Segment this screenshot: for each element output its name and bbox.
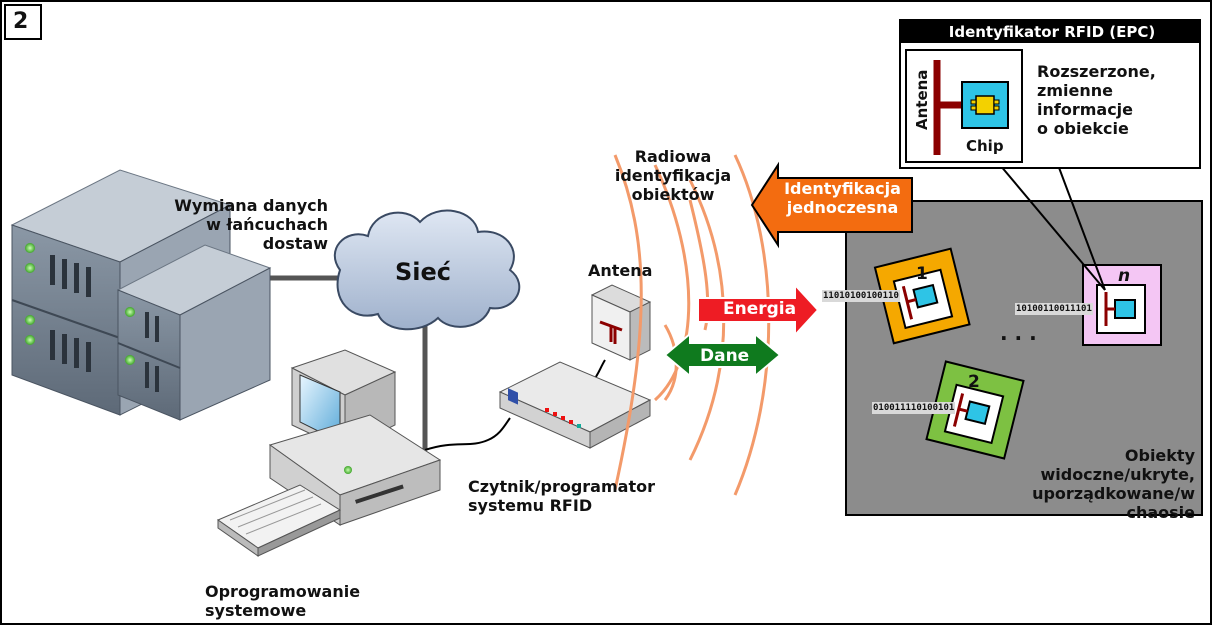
computer-icon [268, 349, 442, 526]
tag-1-label: 1 [916, 264, 928, 284]
callout-lines [999, 164, 1106, 291]
tag-detail-antenna-icon [933, 60, 962, 155]
tag-n-icon [1082, 264, 1162, 346]
tag-detail-antenna-label: Antena [913, 69, 931, 130]
network-cloud-icon [333, 209, 521, 331]
energy-arrow-label: Energia [723, 299, 797, 319]
keyboard-icon [216, 484, 342, 557]
network-label: Sieć [395, 258, 452, 286]
objects-area [845, 200, 1203, 516]
radio-waves [613, 154, 771, 496]
tag-detail-info: Rozszerzone, zmienne informacje o obiekc… [1037, 62, 1156, 138]
tag-2-bits: 010011110100101 [872, 402, 956, 414]
network-lines [268, 275, 428, 450]
reader-label: Czytnik/programator systemu RFID [468, 477, 655, 515]
objects-label: Obiekty widoczne/ukryte, uporządkowane/w… [1032, 446, 1195, 522]
rfid-reader-icon [498, 361, 652, 449]
data-arrow-label: Dane [700, 346, 750, 366]
tag-n-label: n [1118, 266, 1131, 286]
server-rack-icon [10, 169, 272, 421]
antenna-label: Antena [588, 261, 653, 280]
data-arrow [663, 331, 782, 379]
tag-2-label: 2 [968, 372, 980, 392]
tag-detail-chip-label: Chip [966, 137, 1004, 155]
tag-1-icon [873, 247, 971, 345]
tag-2-icon [925, 360, 1025, 460]
tag-detail-title-bar [901, 21, 1199, 43]
radio-label: Radiowa identyfikacja obiektów [614, 147, 732, 204]
energy-arrow [697, 282, 820, 338]
figure-number-box [4, 4, 42, 40]
tag-n-bits: 10100110011101 [1015, 303, 1093, 315]
figure-number: 2 [13, 9, 29, 34]
identification-arrow [750, 161, 913, 249]
chip-icon [961, 81, 1009, 129]
tag-1-bits: 11010100100110 [822, 290, 900, 302]
software-label: Oprogramowanie systemowe [205, 582, 361, 620]
server-label: Wymiana danych w łańcuchach dostaw [174, 196, 328, 253]
tag-detail-title: Identyfikator RFID (EPC) [948, 23, 1156, 41]
identification-arrow-label: Identyfikacja jednoczesna [784, 179, 901, 217]
ellipsis: . . . [1000, 321, 1037, 345]
